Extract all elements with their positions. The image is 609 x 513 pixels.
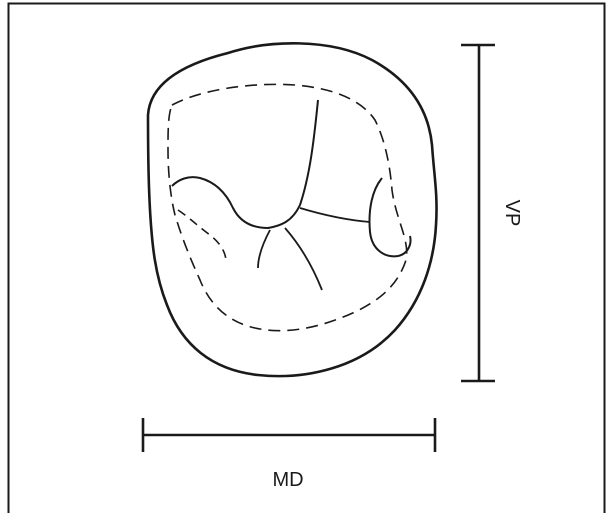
crown-outline [146, 42, 438, 378]
fissure-lingual-a [284, 227, 323, 291]
figure-border [7, 2, 606, 513]
distal-cusp-outline [368, 177, 412, 258]
fissure-distal [299, 207, 371, 223]
occlusal-outline-dashed [167, 83, 408, 332]
md-label: MD [272, 469, 303, 491]
fissure-main [171, 99, 319, 230]
fissure-lingual-b [257, 229, 271, 269]
vp-label: VP [501, 200, 523, 227]
fissure-mesial [177, 209, 227, 263]
